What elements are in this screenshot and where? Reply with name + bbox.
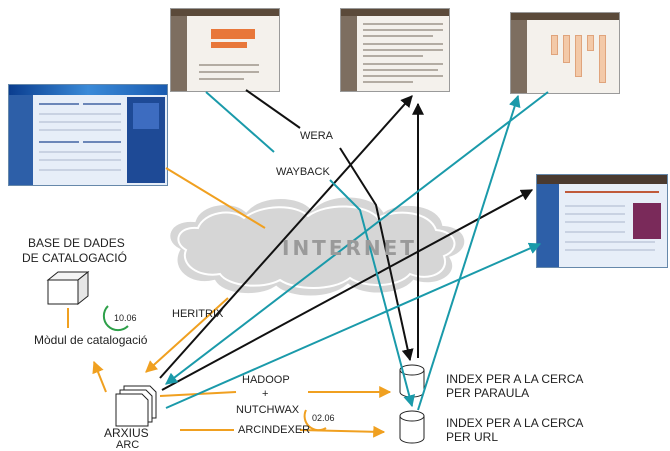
internet-cloud	[166, 193, 469, 300]
screenshot-results-page	[340, 8, 450, 92]
heritrix-label: HERITRIX	[172, 308, 224, 320]
version-arc-modul	[102, 305, 129, 332]
arxius-label-2: ARC	[116, 439, 140, 451]
database-cube-icon	[46, 270, 90, 306]
index-url-label-1: INDEX PER A LA CERCA	[446, 416, 584, 430]
arrow-search-page-to-wayback	[205, 91, 275, 153]
screenshot-archived-site-right	[536, 174, 668, 268]
arrow-arc-to-archived-site	[161, 189, 534, 391]
arrow-wayback-to-index-url	[329, 179, 416, 408]
screenshot-archived-site-left	[8, 84, 168, 186]
modul-label: Mòdul de catalogació	[34, 333, 148, 347]
arxius-label-1: ARXIUS	[104, 426, 149, 440]
wera-label: WERA	[300, 130, 333, 142]
arrow-arc-to-archived-site-right	[165, 242, 542, 409]
arrow-arcindexer-to-index-url	[299, 425, 386, 438]
internet-label: INTERNET	[282, 236, 417, 260]
screenshot-search-page	[170, 8, 280, 92]
base-dades-label-1: BASE DE DADES	[28, 236, 125, 250]
version-modul: 10.06	[114, 313, 137, 323]
arrow-index-url-to-timeline	[417, 94, 521, 411]
wayback-label: WAYBACK	[276, 166, 330, 178]
arrow-results-page-to-wera	[245, 89, 301, 129]
plus-label: +	[262, 388, 269, 400]
screenshot-timeline-page	[510, 12, 620, 94]
arrow-arc-to-results-page	[159, 95, 413, 379]
hadoop-label: HADOOP	[242, 374, 290, 386]
arrow-site-to-cloud	[165, 167, 266, 229]
arrow-wera-to-index-word	[339, 147, 414, 362]
arrow-heritrix-to-arc	[145, 297, 229, 373]
arcindexer-label: ARCINDEXER	[238, 424, 311, 436]
arc-files-icon	[115, 385, 157, 427]
nutchwax-label: NUTCHWAX	[236, 404, 300, 416]
index-word-cylinder-icon	[399, 364, 425, 398]
index-paraula-label-1: INDEX PER A LA CERCA	[446, 372, 584, 386]
index-paraula-label-2: PER PARAULA	[446, 386, 530, 400]
index-url-cylinder-icon	[399, 410, 425, 444]
arrow-archived-site-to-arc	[165, 91, 549, 385]
version-nutchwax: 02.06	[312, 413, 335, 423]
arrow-arc-to-catalog	[92, 360, 107, 393]
base-dades-label-2: DE CATALOGACIÓ	[22, 251, 127, 265]
index-url-label-2: PER URL	[446, 430, 499, 444]
